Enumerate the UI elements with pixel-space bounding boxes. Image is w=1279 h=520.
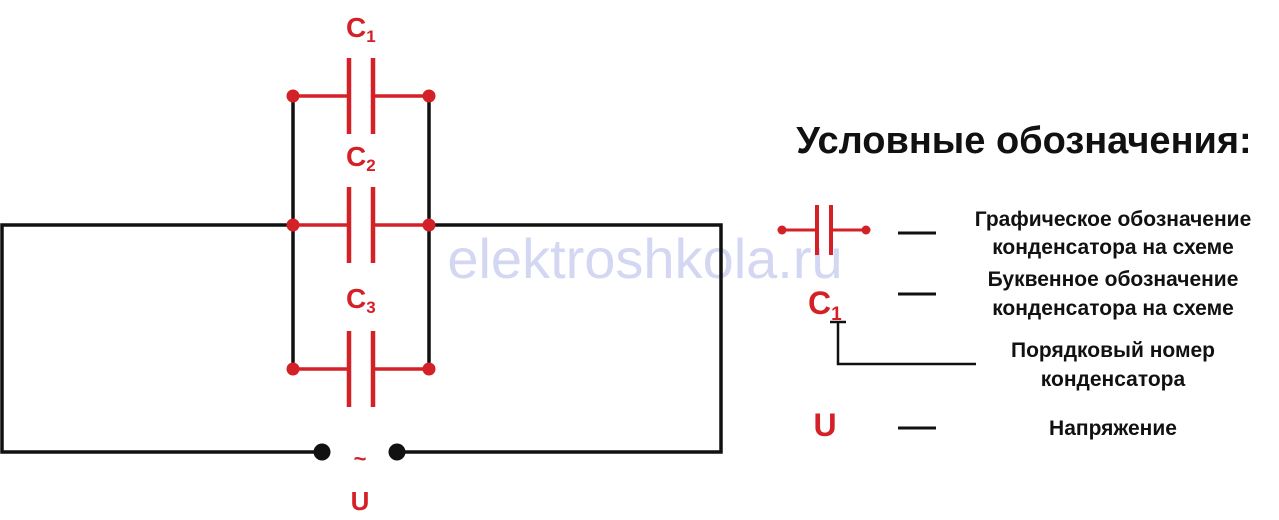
- capacitor-c2: [286, 187, 436, 263]
- legend-order-line1: Порядковый номер: [1011, 339, 1215, 362]
- legend-order-line2: конденсатора: [1041, 368, 1186, 391]
- source-tilde: ~: [354, 446, 367, 471]
- c3-node-right: [422, 362, 436, 376]
- c1-node-right: [422, 89, 436, 103]
- legend-symbol-node-right: [861, 225, 871, 235]
- capacitor-c1: [286, 58, 436, 134]
- legend-graphic-line2: конденсатора на схеме: [992, 236, 1234, 259]
- source-voltage-label: U: [351, 486, 370, 516]
- c2-label: C2: [346, 141, 376, 175]
- capacitor-c3: [286, 331, 436, 407]
- legend-letter-line2: конденсатора на схеме: [992, 297, 1234, 320]
- legend-letter-line1: Буквенное обозначение: [988, 268, 1239, 291]
- c2-node-left: [286, 218, 300, 232]
- c1-node-left: [286, 89, 300, 103]
- legend-letter-example: C1: [808, 285, 842, 325]
- outer-circuit-wires: [0, 96, 723, 454]
- c1-label: C1: [346, 12, 376, 46]
- c3-label: C3: [346, 283, 376, 317]
- legend-title: Условные обозначения:: [796, 120, 1251, 162]
- source-terminal-left: [313, 443, 331, 461]
- legend-index-leader: [836, 322, 976, 366]
- source-terminal-right: [388, 443, 406, 461]
- legend-symbol-node-left: [777, 225, 787, 235]
- legend-index-pointer: [830, 320, 976, 366]
- legend-graphic-line1: Графическое обозначение: [975, 208, 1252, 231]
- c2-node-right: [422, 218, 436, 232]
- wire-right-loop: [397, 223, 723, 454]
- wire-left-loop: [0, 223, 322, 454]
- legend-capacitor-symbol: [777, 205, 871, 255]
- legend-voltage-symbol: U: [813, 407, 836, 443]
- legend-voltage-desc: Напряжение: [1049, 417, 1177, 440]
- watermark: elektroshkola.ru: [447, 227, 842, 290]
- c3-node-left: [286, 362, 300, 376]
